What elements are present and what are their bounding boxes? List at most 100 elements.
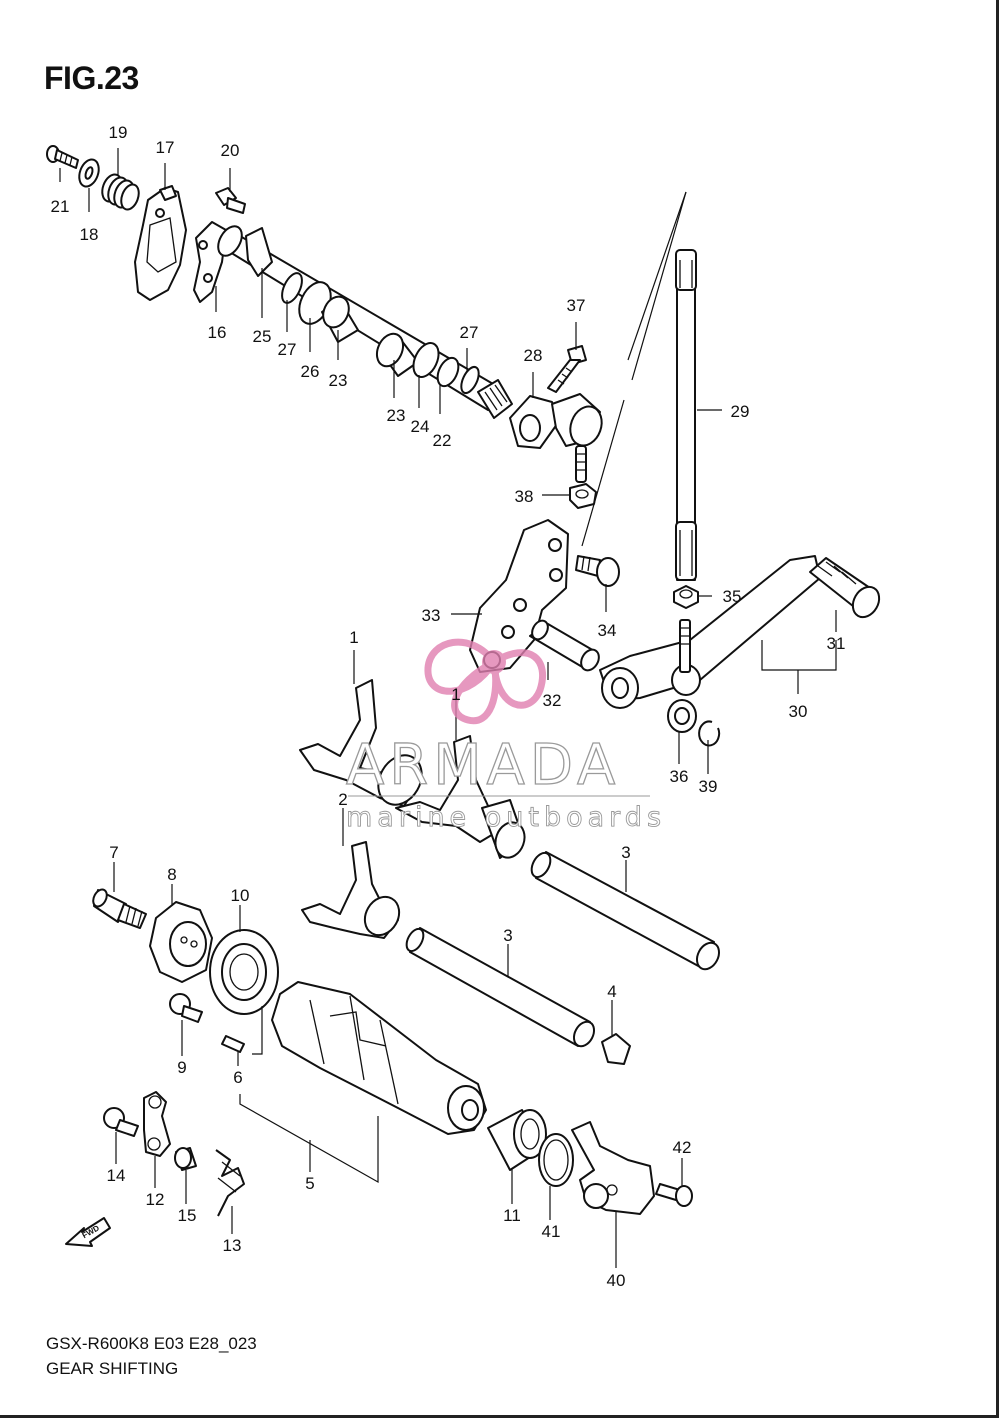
callout-22[interactable]: 22	[433, 431, 452, 450]
bolt-34[interactable]	[575, 555, 620, 587]
stopper-arm-12[interactable]	[143, 1091, 171, 1157]
sensor-40[interactable]	[571, 1121, 655, 1215]
callout-6[interactable]: 6	[233, 1068, 242, 1087]
callout-28[interactable]: 28	[524, 346, 543, 365]
shift-fork-2[interactable]	[301, 841, 406, 941]
fwd-direction-arrow: FWD	[65, 1217, 111, 1247]
bearing-10[interactable]	[209, 929, 279, 1015]
callout-8[interactable]: 8	[167, 865, 176, 884]
pawl-25	[245, 227, 273, 277]
shift-fork-1a[interactable]	[299, 679, 430, 813]
callout-24[interactable]: 24	[411, 417, 430, 436]
shift-cam-5[interactable]	[271, 981, 487, 1135]
callout-16[interactable]: 16	[208, 323, 227, 342]
callout-19[interactable]: 19	[109, 123, 128, 142]
gearshift-lever-30[interactable]	[599, 555, 884, 709]
callout-23a[interactable]: 23	[329, 371, 348, 390]
spring-19[interactable]	[99, 172, 142, 212]
callout-37[interactable]: 37	[567, 296, 586, 315]
callout-27b[interactable]: 27	[460, 323, 479, 342]
bolt-14[interactable]	[103, 1107, 139, 1137]
bolt-37[interactable]	[547, 345, 587, 393]
callout-36[interactable]: 36	[670, 767, 689, 786]
callout-12[interactable]: 12	[146, 1190, 165, 1209]
collar-15[interactable]	[174, 1147, 197, 1171]
callout-7[interactable]: 7	[109, 843, 118, 862]
callout-5[interactable]: 5	[305, 1174, 314, 1193]
callout-21[interactable]: 21	[51, 197, 70, 216]
callout-27a[interactable]: 27	[278, 340, 297, 359]
callout-32[interactable]: 32	[543, 691, 562, 710]
callout-35[interactable]: 35	[723, 587, 742, 606]
callout-1a[interactable]: 1	[349, 628, 358, 647]
pedal-rubber-31[interactable]	[809, 557, 884, 622]
shift-cam-assembly	[90, 887, 693, 1217]
nut-35[interactable]	[673, 585, 699, 609]
nut-38[interactable]	[569, 483, 597, 509]
callout-34[interactable]: 34	[598, 621, 617, 640]
callout-11[interactable]: 11	[503, 1206, 521, 1225]
plug-4[interactable]	[601, 1033, 631, 1065]
figure-title: FIG.23	[44, 60, 139, 96]
callout-9[interactable]: 9	[177, 1058, 186, 1077]
model-code: GSX-R600K8 E03 E28_023	[46, 1334, 257, 1353]
callout-17[interactable]: 17	[156, 138, 175, 157]
callout-25[interactable]: 25	[253, 327, 272, 346]
fork-shaft-3a[interactable]	[528, 850, 724, 973]
callout-31[interactable]: 31	[827, 634, 846, 653]
watermark-tagline: marine outboards	[346, 802, 666, 833]
watermark-brand: ARMADA	[346, 733, 620, 798]
callout-15[interactable]: 15	[178, 1206, 197, 1225]
callout-23b[interactable]: 23	[387, 406, 406, 425]
callout-42[interactable]: 42	[673, 1138, 692, 1157]
bolt-20[interactable]	[215, 187, 246, 214]
washer-36[interactable]	[667, 699, 697, 733]
pin-7[interactable]	[90, 887, 147, 929]
bolt-21[interactable]	[46, 145, 79, 169]
fork-shaft-3b[interactable]	[403, 926, 598, 1050]
callout-13[interactable]: 13	[223, 1236, 242, 1255]
cam-stopper-8[interactable]	[149, 901, 213, 983]
callout-38[interactable]: 38	[515, 487, 534, 506]
callout-39[interactable]: 39	[699, 777, 718, 796]
callout-labels: 21 18 19 17 20 16 25 27 26 23 23 24 22 2…	[51, 123, 846, 1290]
callout-10[interactable]: 10	[231, 886, 250, 905]
leader-lines	[59, 148, 837, 1268]
callout-18[interactable]: 18	[80, 225, 99, 244]
spring-13[interactable]	[215, 1149, 245, 1217]
clip-39[interactable]	[698, 720, 721, 747]
gearshift-rod-29[interactable]	[675, 249, 697, 581]
link-joint-28[interactable]	[509, 393, 607, 483]
watermark: ARMADA marine outboards	[345, 638, 666, 833]
washer-18[interactable]	[76, 157, 102, 189]
bearing-11[interactable]	[487, 1109, 547, 1171]
shift-fork-1b[interactable]	[395, 735, 529, 862]
pin-32[interactable]	[529, 618, 602, 674]
shift-shaft-assembly	[46, 145, 513, 419]
callout-41[interactable]: 41	[542, 1222, 561, 1241]
callout-29[interactable]: 29	[731, 402, 750, 421]
callout-14[interactable]: 14	[107, 1166, 126, 1185]
gearshift-arm-16[interactable]	[193, 221, 227, 303]
stopper-plate-17[interactable]	[134, 185, 187, 301]
callout-3a[interactable]: 3	[621, 843, 630, 862]
callout-30[interactable]: 30	[789, 702, 808, 721]
bolt-9[interactable]	[169, 993, 203, 1023]
shift-forks	[299, 679, 724, 1065]
callout-33[interactable]: 33	[422, 606, 441, 625]
gearshift-shaft[interactable]	[213, 222, 513, 419]
callout-26[interactable]: 26	[301, 362, 320, 381]
callout-3b[interactable]: 3	[503, 926, 512, 945]
section-title: GEAR SHIFTING	[46, 1359, 179, 1378]
pin-6[interactable]	[221, 1035, 245, 1053]
gearshift-link-assembly	[469, 249, 884, 747]
o-ring-41[interactable]	[538, 1133, 574, 1187]
callout-1b[interactable]: 1	[451, 685, 460, 704]
callout-4[interactable]: 4	[607, 982, 616, 1001]
callout-20[interactable]: 20	[221, 141, 240, 160]
bolt-42[interactable]	[655, 1183, 693, 1207]
callout-2[interactable]: 2	[338, 790, 347, 809]
callout-40[interactable]: 40	[607, 1271, 626, 1290]
